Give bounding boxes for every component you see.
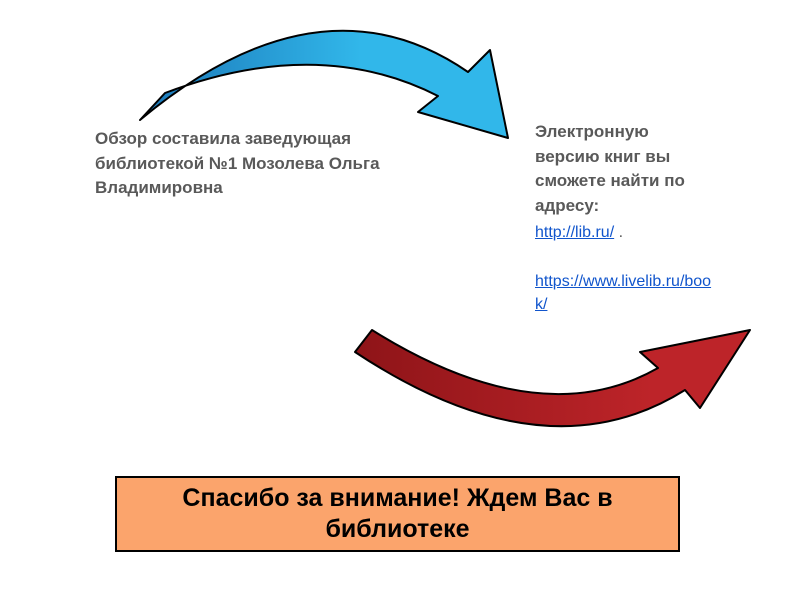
credit-text: Обзор составила заведующая библиотекой №… (95, 129, 380, 198)
link-line-2: https://www.livelib.ru/book/ (535, 270, 715, 316)
ebook-text: Электронную версию книг вы сможете найти… (535, 122, 685, 215)
curved-arrow-blue-icon (139, 29, 509, 139)
thanks-banner: Спасибо за внимание! Ждем Вас в библиоте… (115, 476, 680, 552)
curved-arrow-blue-shape (139, 29, 509, 139)
link-line-1: http://lib.ru/ . (535, 221, 735, 244)
link-lib-ru[interactable]: http://lib.ru/ (535, 223, 615, 241)
thanks-banner-text: Спасибо за внимание! Ждем Вас в библиоте… (182, 483, 613, 543)
ebook-info-block: Электронную версию книг вы сможете найти… (535, 120, 735, 316)
link-livelib[interactable]: https://www.livelib.ru/book/ (535, 272, 712, 313)
curved-arrow-red-shape (354, 329, 751, 428)
curved-arrow-red-icon (354, 329, 751, 428)
link1-suffix: . (614, 223, 624, 241)
